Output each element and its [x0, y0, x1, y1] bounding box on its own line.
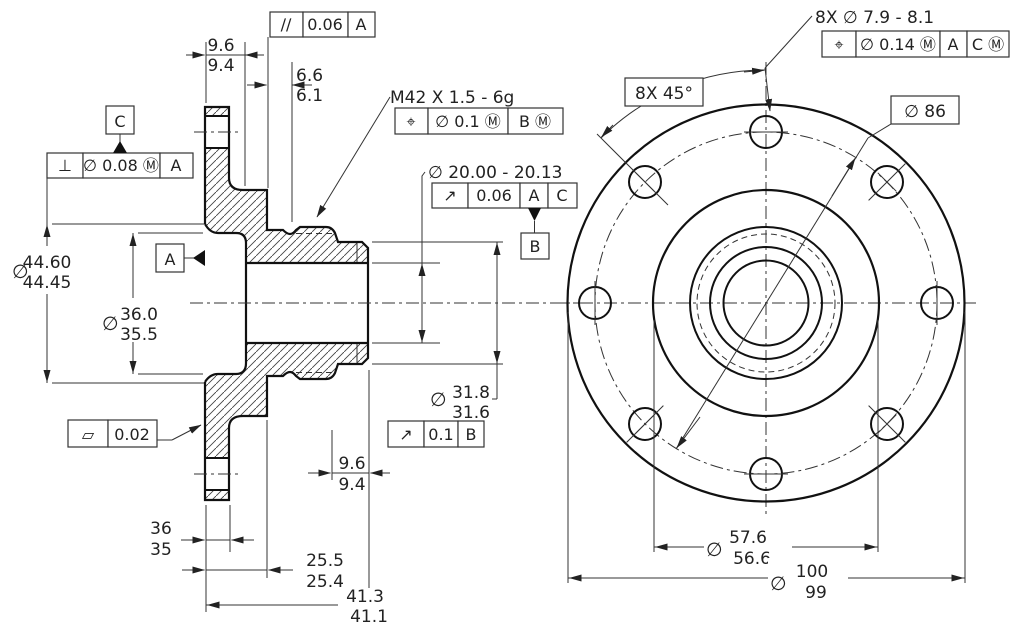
datum-a-label: A — [165, 250, 176, 269]
datum-c-flag: C — [105, 105, 135, 153]
position-holes-tolerance: ∅ 0.14 Ⓜ — [860, 35, 936, 54]
dim-overall-length-upper: 41.3 — [346, 587, 384, 607]
position-holes-datum2: C Ⓜ — [972, 35, 1004, 54]
spigot-circle — [709, 246, 823, 360]
hatch-lower-body — [205, 343, 368, 458]
callout-bolt-holes: 8X ∅ 7.9 - 8.1 ⌖ ∅ 0.14 Ⓜ A C Ⓜ — [764, 8, 1010, 112]
dim-spigot-length-lower: 9.4 — [338, 475, 365, 495]
hatch-upper-body — [205, 148, 368, 263]
boss-circle — [651, 188, 881, 418]
dim-flange-offset-upper: 9.6 — [207, 36, 234, 56]
dim-spigot-length-upper: 9.6 — [338, 454, 365, 474]
callout-thread: M42 X 1.5 - 6g ⌖ ∅ 0.1 Ⓜ B Ⓜ — [316, 88, 564, 218]
parallelism-icon: ∕∕ — [281, 15, 292, 34]
flatness-icon: ▱ — [82, 425, 95, 444]
flatness-tolerance: 0.02 — [114, 425, 150, 444]
dim-hole-angle: 8X 45° — [600, 67, 767, 139]
front-section-view: 9.6 9.4 6.6 6.1 ∕∕ 0.06 A ⊥ ∅ 0.08 Ⓜ A C… — [8, 11, 592, 626]
perpendicularity-datum: A — [171, 156, 182, 175]
callout-bore: ∅ 20.00 - 20.13 ↗ 0.06 A C B — [418, 163, 578, 343]
dim-hub-bore: ∅ 36.0 35.5 — [100, 233, 160, 374]
fcf-perpendicularity: ⊥ ∅ 0.08 Ⓜ A — [46, 152, 194, 383]
perpendicularity-tolerance: ∅ 0.08 Ⓜ — [83, 156, 159, 175]
extension-lines — [52, 37, 503, 612]
dim-hub-bore-upper: 36.0 — [120, 305, 158, 325]
fcf-parallelism: ∕∕ 0.06 A — [269, 11, 376, 38]
dim-overall-length-lower: 41.1 — [350, 607, 388, 626]
datum-b-label: B — [530, 237, 541, 256]
dim-outer-od-lower: 99 — [805, 583, 827, 603]
hatch-flange-top-cap — [205, 107, 229, 116]
datum-a-triangle-icon — [193, 250, 205, 266]
diameter-symbol: ∅ — [770, 573, 787, 595]
diameter-symbol: ∅ — [430, 389, 447, 411]
thread-circle — [696, 233, 836, 373]
position-thread-tolerance: ∅ 0.1 Ⓜ — [435, 112, 501, 131]
diameter-symbol: ∅ — [102, 313, 119, 335]
dim-bolt-circle: ∅ 86 — [675, 95, 960, 450]
runout-spigot-datum: B — [466, 425, 477, 444]
side-view: 8X 45° 8X ∅ 7.9 - 8.1 ⌖ ∅ 0.14 Ⓜ A C Ⓜ ∅… — [556, 8, 1010, 603]
runout-spigot-tolerance: 0.1 — [428, 425, 453, 444]
parallelism-tolerance: 0.06 — [307, 15, 343, 34]
runout-bore-tolerance: 0.06 — [476, 186, 512, 205]
holes-label: 8X ∅ 7.9 - 8.1 — [815, 8, 934, 28]
dim-hub-bore-lower: 35.5 — [120, 325, 158, 345]
dim-hub-length-upper: 25.5 — [306, 551, 344, 571]
datum-a-flag: A — [155, 243, 205, 273]
angle-label: 8X 45° — [635, 84, 693, 104]
datum-c-label: C — [114, 112, 125, 131]
dim-overall-length: 41.3 41.1 — [206, 587, 396, 626]
runout-bore-datum2: C — [556, 186, 567, 205]
diameter-symbol: ∅ — [706, 539, 723, 561]
dim-boss-od-lower: 56.6 — [733, 549, 771, 569]
bore-circle — [722, 259, 810, 347]
dim-spigot-length: 9.6 9.4 — [308, 454, 390, 495]
bore-label: ∅ 20.00 - 20.13 — [428, 163, 563, 183]
dim-hub-od: ∅ 44.60 44.45 — [8, 224, 72, 383]
hub-circle — [689, 226, 843, 380]
perpendicularity-icon: ⊥ — [58, 156, 72, 175]
dim-outer-od: ∅ 100 99 — [567, 312, 966, 603]
parallelism-datum: A — [356, 15, 367, 34]
hatch-flange-bottom-cap — [205, 490, 229, 500]
position-icon: ⌖ — [406, 112, 415, 131]
diameter-symbol: ∅ — [12, 261, 29, 283]
dim-undercut-lower: 6.1 — [296, 86, 323, 106]
fcf-flatness: ▱ 0.02 — [67, 419, 202, 448]
dim-boss-od-upper: 57.6 — [729, 528, 767, 548]
datum-c-triangle-icon — [113, 141, 127, 153]
dim-hub-length-lower: 25.4 — [306, 572, 344, 592]
dim-spigot-od-lower: 31.6 — [452, 403, 490, 423]
dim-flange-thickness-lower: 35 — [150, 540, 172, 560]
dim-outer-od-upper: 100 — [796, 562, 828, 582]
runout-icon: ↗ — [443, 186, 456, 205]
dim-hub-length: 25.5 25.4 — [182, 551, 344, 592]
dim-hub-od-lower: 44.45 — [23, 273, 72, 293]
bolt-hole-centermarks — [594, 131, 938, 475]
bolt-circle-label: ∅ 86 — [904, 102, 946, 122]
dim-spigot-od-upper: 31.8 — [452, 383, 490, 403]
dim-undercut: 6.6 6.1 — [247, 66, 323, 106]
thread-label: M42 X 1.5 - 6g — [390, 88, 514, 108]
position-thread-datum: B Ⓜ — [519, 112, 551, 131]
dim-undercut-upper: 6.6 — [296, 66, 323, 86]
dim-flange-offset-lower: 9.4 — [207, 56, 234, 76]
dim-flange-offset: 9.6 9.4 — [186, 36, 264, 76]
dim-spigot-od: ∅ 31.8 31.6 ↗ 0.1 B — [387, 242, 501, 448]
datum-b-triangle-icon — [528, 208, 541, 221]
dim-flange-thickness-upper: 36 — [150, 519, 172, 539]
position-holes-datum1: A — [948, 35, 959, 54]
dim-hub-od-upper: 44.60 — [23, 253, 72, 273]
runout-bore-datum1: A — [529, 186, 540, 205]
position-icon: ⌖ — [834, 35, 843, 54]
dim-flange-thickness: 36 35 — [150, 519, 254, 560]
runout-icon: ↗ — [399, 425, 412, 444]
